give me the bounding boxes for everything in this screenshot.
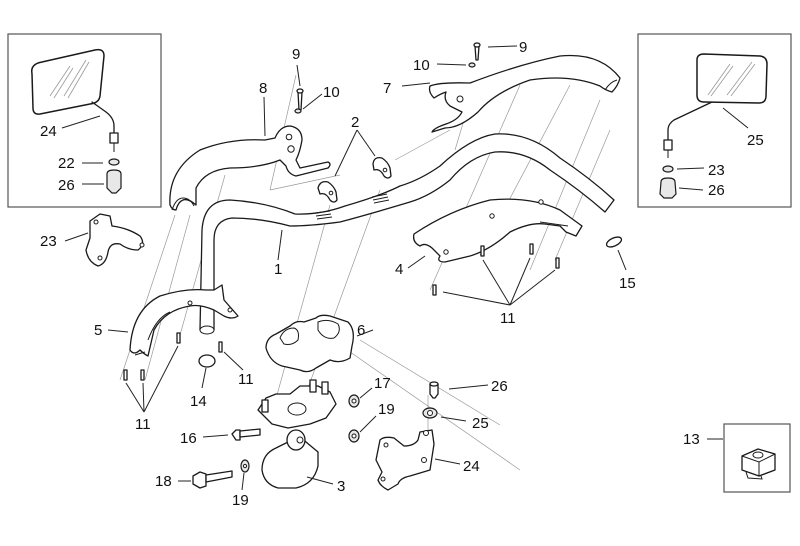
bolt[interactable] bbox=[192, 470, 233, 489]
callout-17: 19 bbox=[232, 492, 249, 509]
screw[interactable] bbox=[296, 88, 304, 111]
callout-9: 9 bbox=[292, 46, 300, 63]
callout-3: 3 bbox=[337, 478, 345, 495]
callout-26: 26 bbox=[58, 177, 75, 194]
callout-16: 18 bbox=[155, 473, 172, 490]
callout-26: 26 bbox=[708, 182, 725, 199]
callout-18: 19 bbox=[378, 401, 395, 418]
washer-icon bbox=[108, 158, 120, 166]
screw[interactable] bbox=[473, 42, 481, 61]
alignment-guides bbox=[119, 74, 611, 471]
callout-10: 10 bbox=[413, 57, 430, 74]
cage-nut-inset: 13 bbox=[683, 423, 791, 493]
callout-13: 15 bbox=[619, 275, 636, 292]
right-hand-guard-upper[interactable] bbox=[428, 54, 621, 133]
callout-24: 25 bbox=[472, 415, 489, 432]
o-ring[interactable] bbox=[198, 354, 216, 368]
callout-13: 14 bbox=[190, 393, 207, 410]
washer-icon[interactable] bbox=[468, 62, 476, 68]
nut[interactable] bbox=[348, 394, 360, 408]
washer[interactable] bbox=[240, 459, 250, 473]
handlebar-riser-base[interactable] bbox=[261, 429, 319, 489]
callout-11: 11 bbox=[135, 416, 151, 433]
callout-1: 1 bbox=[274, 261, 282, 278]
rubber-bushing[interactable] bbox=[422, 407, 438, 419]
callout-19: 23 bbox=[708, 162, 725, 179]
handlebar-clamp-halves[interactable] bbox=[317, 156, 392, 203]
callout-12: 13 bbox=[683, 431, 700, 448]
callout-20: 24 bbox=[40, 123, 57, 140]
spacer[interactable] bbox=[429, 381, 439, 399]
bolt[interactable] bbox=[231, 428, 261, 441]
mirror-stem-nut bbox=[109, 132, 119, 144]
bracket[interactable] bbox=[375, 429, 435, 491]
screws-left[interactable] bbox=[123, 332, 181, 381]
left-mirror[interactable] bbox=[30, 48, 119, 152]
right-mirror[interactable] bbox=[663, 53, 768, 158]
washer-icon[interactable] bbox=[294, 108, 302, 114]
callout-10: 10 bbox=[323, 84, 340, 101]
left-hand-guard-upper[interactable] bbox=[169, 125, 331, 211]
screw[interactable] bbox=[218, 341, 223, 353]
callout-25: 26 bbox=[491, 378, 508, 395]
callout-4: 4 bbox=[395, 261, 403, 278]
left-hand-guard-lower[interactable] bbox=[129, 284, 239, 357]
callout-2: 2 bbox=[351, 114, 359, 131]
bracket[interactable] bbox=[85, 213, 145, 267]
callout-9: 9 bbox=[519, 39, 527, 56]
callout-19: 22 bbox=[58, 155, 75, 172]
handlebar-upper-clamp[interactable] bbox=[257, 379, 337, 429]
callout-23: 24 bbox=[463, 458, 480, 475]
left-mirror-inset: 24 22 26 bbox=[7, 33, 162, 208]
callout-8: 8 bbox=[259, 80, 267, 97]
callout-11: 11 bbox=[238, 371, 254, 388]
clamp-cover[interactable] bbox=[265, 314, 354, 373]
callout-5: 5 bbox=[94, 322, 102, 339]
handlebar-tube[interactable] bbox=[199, 133, 615, 335]
callout-7: 7 bbox=[383, 80, 391, 97]
right-mirror-inset: 25 23 26 bbox=[637, 33, 792, 208]
callout-6: 6 bbox=[357, 322, 365, 339]
screws-right[interactable] bbox=[432, 243, 560, 296]
washer-icon bbox=[662, 165, 674, 173]
nut[interactable] bbox=[348, 429, 360, 443]
callout-22: 23 bbox=[40, 233, 57, 250]
cage-nut[interactable] bbox=[741, 448, 776, 480]
mirror-adapter-icon bbox=[659, 177, 677, 199]
callout-21: 25 bbox=[747, 132, 764, 149]
callout-15: 17 bbox=[374, 375, 391, 392]
callout-14: 16 bbox=[180, 430, 197, 447]
callout-11: 11 bbox=[500, 310, 516, 327]
mirror-adapter-icon bbox=[106, 169, 122, 194]
o-ring[interactable] bbox=[605, 235, 623, 249]
right-hand-guard-lower[interactable] bbox=[412, 198, 583, 263]
mirror-stem-nut bbox=[663, 139, 673, 151]
